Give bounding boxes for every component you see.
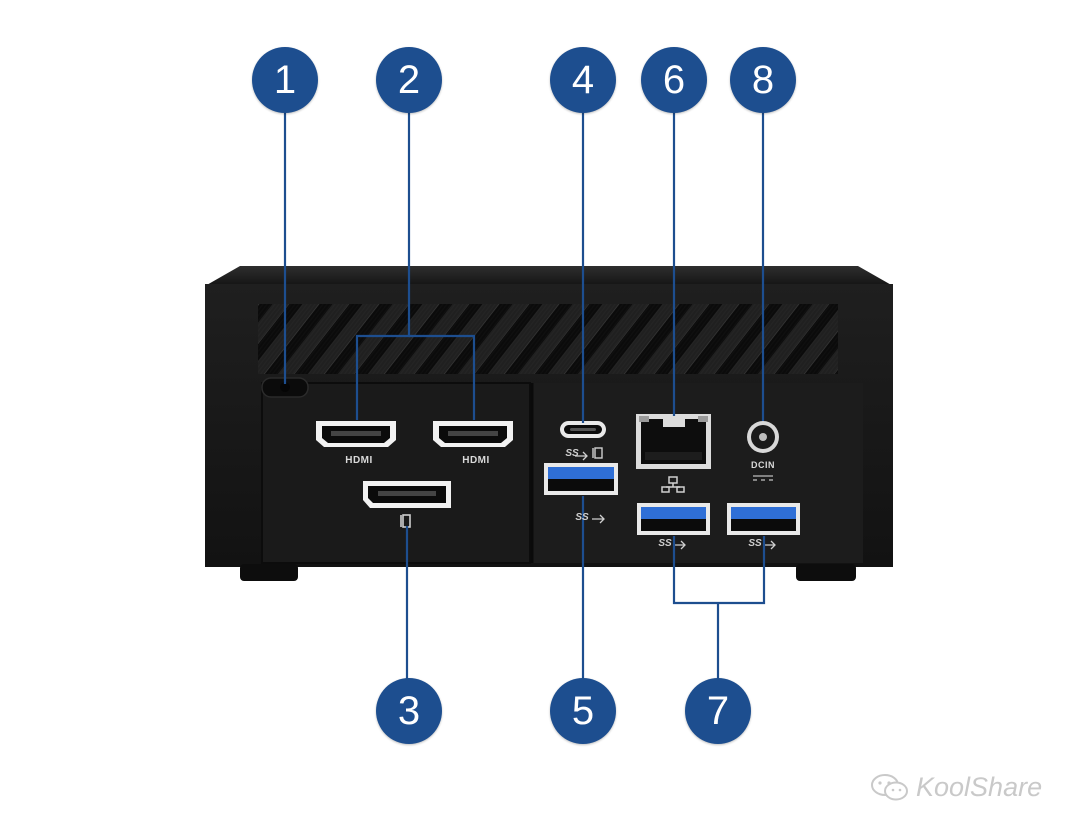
callout-6: 6 xyxy=(641,47,707,113)
ss-label-usbc: SS xyxy=(565,448,579,459)
hdmi-label-2: HDMI xyxy=(462,455,490,466)
hdmi-label-1: HDMI xyxy=(345,455,373,466)
callout-7: 7 xyxy=(685,678,751,744)
watermark-text: KoolShare xyxy=(916,772,1043,802)
network-icon xyxy=(661,476,685,493)
usb-a-port-7a xyxy=(637,503,710,535)
hdmi-port-1 xyxy=(316,421,396,447)
vent-grille-fins xyxy=(258,304,838,374)
watermark: KoolShare xyxy=(870,772,1042,803)
chassis-top xyxy=(205,266,893,286)
callout-3: 3 xyxy=(376,678,442,744)
callout-5: 5 xyxy=(550,678,616,744)
dcin-label: DCIN xyxy=(751,460,775,470)
foot-right xyxy=(796,564,856,581)
callout-leader-lines xyxy=(283,112,766,682)
ss-label-usb-a7b: SS xyxy=(748,538,762,549)
callout-4: 4 xyxy=(550,47,616,113)
displayport-port xyxy=(363,481,451,508)
wechat-icon xyxy=(871,773,908,800)
rj45-lan-port xyxy=(636,414,711,469)
ss-label-usb-a7a: SS xyxy=(658,538,672,549)
callout-8: 8 xyxy=(730,47,796,113)
left-port-plate xyxy=(261,382,531,564)
callout-2: 2 xyxy=(376,47,442,113)
usb-a-port-7b xyxy=(727,503,800,535)
displayport-icon-usbc xyxy=(592,447,603,459)
usb-c-port xyxy=(560,421,606,438)
foot-left xyxy=(240,564,298,581)
usb-a-port-5 xyxy=(544,463,618,495)
ss-label-usb-a5: SS xyxy=(575,512,589,523)
dc-in-jack xyxy=(747,421,779,453)
dc-symbol xyxy=(753,475,773,481)
callout-1: 1 xyxy=(252,47,318,113)
hdmi-port-2 xyxy=(433,421,513,447)
